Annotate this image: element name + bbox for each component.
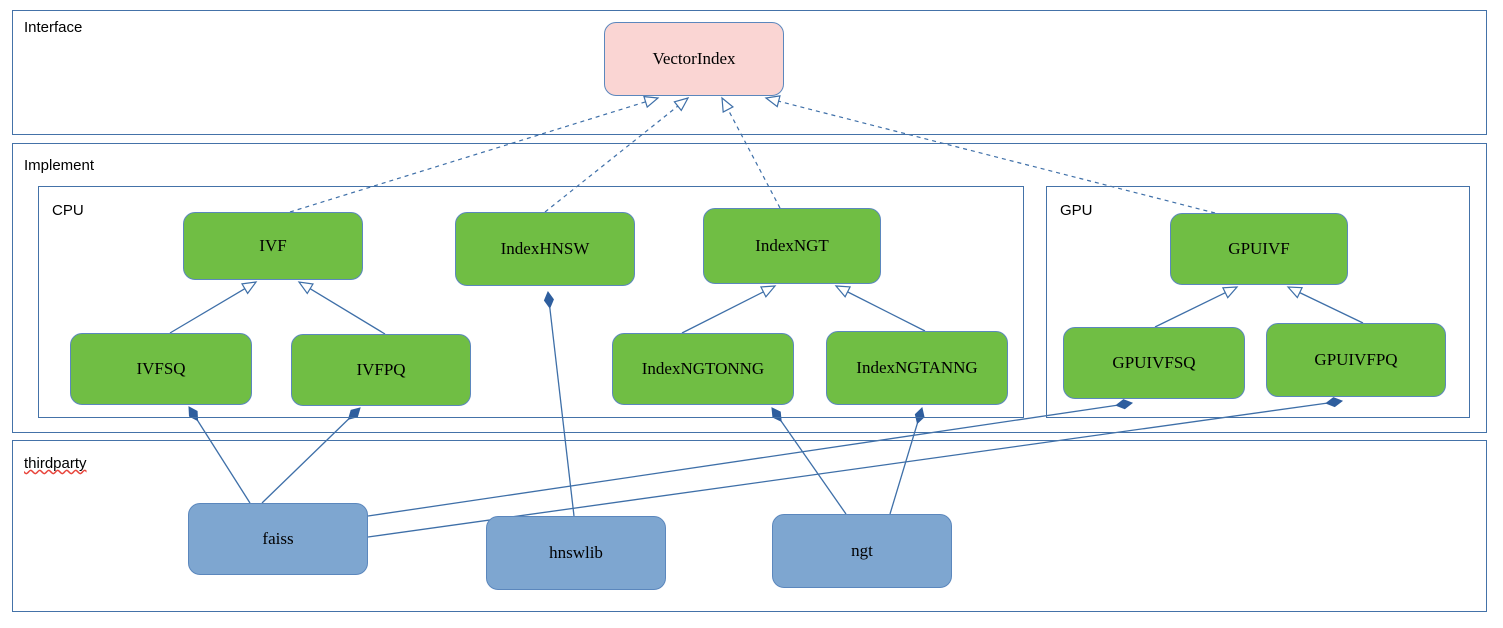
container-label-gpu: GPU (1060, 202, 1093, 219)
container-label-interface: Interface (24, 19, 83, 36)
node-indexngt[interactable]: IndexNGT (703, 208, 881, 284)
container-interface (12, 10, 1487, 135)
node-gpuivfsq[interactable]: GPUIVFSQ (1063, 327, 1245, 399)
node-ivf[interactable]: IVF (183, 212, 363, 280)
node-gpuivfpq[interactable]: GPUIVFPQ (1266, 323, 1446, 397)
node-gpuivf[interactable]: GPUIVF (1170, 213, 1348, 285)
node-faiss[interactable]: faiss (188, 503, 368, 575)
node-indexhnsw[interactable]: IndexHNSW (455, 212, 635, 286)
node-indexngtanng[interactable]: IndexNGTANNG (826, 331, 1008, 405)
node-ivfpq[interactable]: IVFPQ (291, 334, 471, 406)
node-ivfsq[interactable]: IVFSQ (70, 333, 252, 405)
node-ngt[interactable]: ngt (772, 514, 952, 588)
container-label-implement: Implement (24, 157, 95, 174)
container-thirdparty (12, 440, 1487, 612)
container-gpu (1046, 186, 1470, 418)
container-label-cpu: CPU (52, 202, 84, 219)
container-label-thirdparty: thirdparty (24, 455, 87, 472)
container-implement (12, 143, 1487, 433)
container-cpu (38, 186, 1024, 418)
node-indexngtonng[interactable]: IndexNGTONNG (612, 333, 794, 405)
node-vectorindex[interactable]: VectorIndex (604, 22, 784, 96)
node-hnswlib[interactable]: hnswlib (486, 516, 666, 590)
